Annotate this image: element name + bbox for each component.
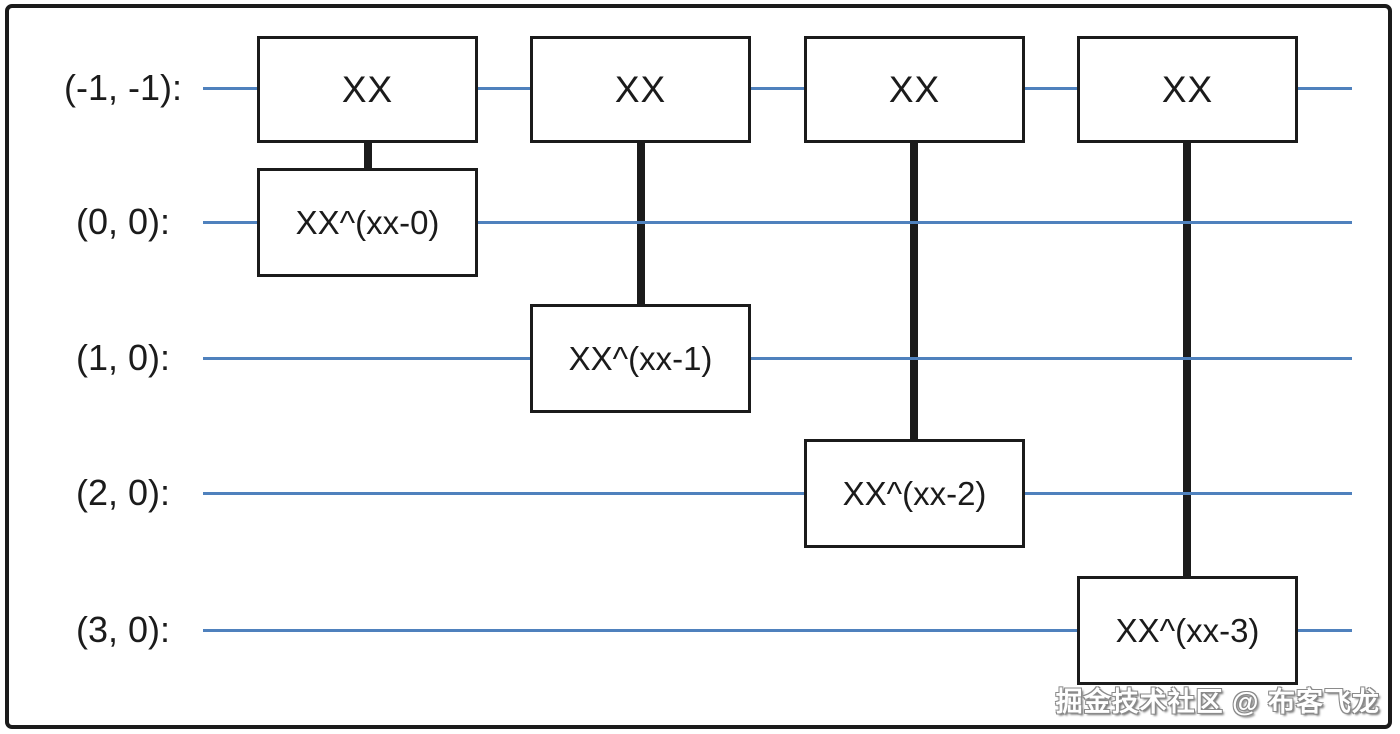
qubit-label-2-0: (2, 0): <box>75 472 171 513</box>
qubit-wire-0-0 <box>203 221 1352 224</box>
qubit-wire-neg1-neg1 <box>203 87 1352 90</box>
gate-connector-2 <box>910 143 918 439</box>
gate-connector-0 <box>364 143 372 168</box>
qubit-wire-2-0 <box>203 492 1352 495</box>
qubit-label-3-0: (3, 0): <box>75 609 171 650</box>
gate-target-box-1: XX^(xx-1) <box>530 304 751 413</box>
qubit-wire-3-0 <box>203 629 1352 632</box>
gate-xx-box-0: XX <box>257 36 478 143</box>
qubit-wire-1-0 <box>203 357 1352 360</box>
gate-target-box-3: XX^(xx-3) <box>1077 576 1298 685</box>
qubit-label-1-0: (1, 0): <box>75 337 171 378</box>
watermark-text: 掘金技术社区 @ 布客飞龙 <box>1055 687 1380 717</box>
qubit-label-0-0: (0, 0): <box>75 201 171 242</box>
gate-xx-box-1: XX <box>530 36 751 143</box>
qubit-label-neg1-neg1: (-1, -1): <box>63 67 182 108</box>
gate-xx-box-2: XX <box>804 36 1025 143</box>
gate-target-box-2: XX^(xx-2) <box>804 439 1025 548</box>
gate-xx-box-3: XX <box>1077 36 1298 143</box>
gate-target-box-0: XX^(xx-0) <box>257 168 478 277</box>
